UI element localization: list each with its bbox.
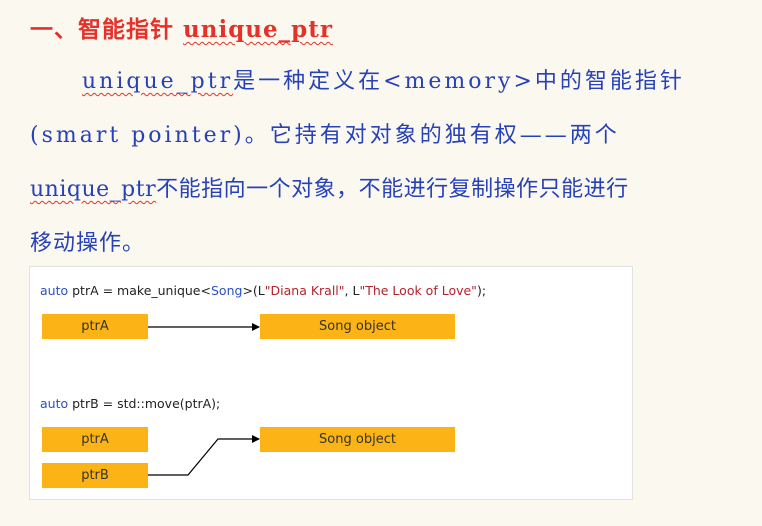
code-keyword: auto bbox=[40, 396, 69, 411]
code-text: >(L bbox=[242, 283, 265, 298]
code-line-std-move: auto ptrB = std::move(ptrA); bbox=[40, 396, 220, 411]
line-3-text: 不能指向一个对象，不能进行复制操作只能进行 bbox=[156, 177, 629, 202]
box-ptrA-bottom: ptrA bbox=[42, 427, 148, 452]
box-ptrA-top: ptrA bbox=[42, 314, 148, 339]
box-song-object-top: Song object bbox=[260, 314, 455, 339]
code-text: , L bbox=[344, 283, 360, 298]
box-ptrB: ptrB bbox=[42, 463, 148, 488]
term-unique-ptr: unique_ptr bbox=[82, 69, 234, 94]
arrow-layer bbox=[148, 323, 260, 476]
paragraph-line-3: unique_ptr不能指向一个对象，不能进行复制操作只能进行 bbox=[30, 171, 742, 203]
code-text: ptrA = make_unique< bbox=[68, 283, 211, 298]
paragraph-line-4: 移动操作。 bbox=[30, 231, 146, 256]
code-text: ptrB = std::move(ptrA); bbox=[68, 396, 221, 411]
box-song-object-bottom: Song object bbox=[260, 427, 455, 452]
code-text: ); bbox=[476, 283, 487, 298]
line-1-text: 是一种定义在<memory>中的智能指针 bbox=[233, 69, 685, 94]
section-heading: 一、智能指针 unique_ptr bbox=[30, 10, 333, 44]
arrow-ptrB-to-song bbox=[148, 435, 260, 476]
code-keyword: auto bbox=[40, 283, 69, 298]
paragraph-line-2: (smart pointer)。它持有对对象的独有权——两个 bbox=[30, 123, 620, 148]
heading-prefix: 一、智能指针 bbox=[30, 16, 184, 43]
code-line-make-unique: auto ptrA = make_unique<Song>(L"Diana Kr… bbox=[40, 283, 486, 298]
term-unique-ptr: unique_ptr bbox=[30, 177, 157, 202]
code-type: Song bbox=[210, 283, 243, 298]
code-string: "Diana Krall" bbox=[264, 283, 345, 298]
code-string: "The Look of Love" bbox=[359, 283, 477, 298]
unique-ptr-diagram: auto ptrA = make_unique<Song>(L"Diana Kr… bbox=[29, 266, 633, 500]
paragraph-line-1: unique_ptr是一种定义在<memory>中的智能指针 bbox=[30, 63, 742, 95]
heading-term: unique_ptr bbox=[183, 16, 333, 43]
